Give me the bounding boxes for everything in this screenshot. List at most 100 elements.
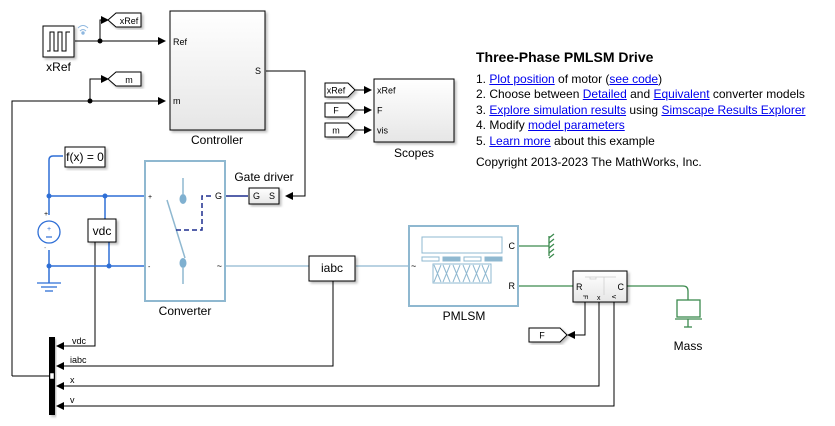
annotation-item: 5. Learn more about this example: [476, 134, 806, 150]
iabc-sensor-block[interactable]: iabc: [308, 255, 356, 282]
annotation-text: Choose between: [489, 87, 583, 101]
item-number: 4.: [476, 118, 490, 132]
port-v: v: [610, 295, 617, 299]
junction: [106, 263, 112, 269]
bus-signal-vdc: vdc: [72, 336, 87, 346]
branch-point: [97, 38, 103, 44]
bus-creator-block[interactable]: vdc iabc x v: [49, 336, 87, 415]
from-m-text: m: [332, 126, 340, 136]
annotation-link[interactable]: Plot position: [489, 71, 555, 86]
annotation-text: ): [658, 71, 663, 86]
bus-signal-x: x: [70, 375, 75, 385]
from-xref-tag[interactable]: xRef: [324, 82, 356, 98]
model-annotation: Three-Phase PMLSM Drive 1. Plot position…: [476, 49, 806, 171]
goto-xref-text: xRef: [120, 16, 139, 26]
electrical-lines: [48, 155, 145, 283]
pmlsm-block[interactable]: ~ C R PMLSM: [408, 225, 519, 323]
annotation-link[interactable]: Explore simulation results: [489, 102, 627, 117]
sensor-icon: [585, 276, 616, 295]
annotation-item: 3. Explore simulation results using Sims…: [476, 103, 806, 119]
from-f-tag[interactable]: F: [324, 102, 356, 118]
annotation-link[interactable]: model parameters: [528, 118, 625, 132]
from-f-text: F: [333, 106, 339, 116]
xref-source-block[interactable]: xRef: [42, 25, 89, 75]
port-f: F: [581, 295, 588, 299]
branch-point: [87, 98, 93, 104]
item-number: 3.: [476, 102, 490, 117]
vdc-label: vdc: [93, 224, 112, 238]
converter-block[interactable]: + - G ~ Converter: [144, 160, 226, 318]
port-x: x: [597, 295, 601, 302]
annotation-text: converter models: [709, 87, 805, 101]
line-m-to-controller: [11, 97, 166, 376]
iabc-label: iabc: [321, 261, 343, 275]
mechanical-lines: [518, 245, 689, 300]
port-f: F: [377, 106, 383, 116]
annotation-item: 1. Plot position of motor (see code): [476, 72, 806, 88]
pulse-icon: [47, 31, 70, 52]
annotation-text: Modify: [489, 118, 529, 132]
port-m: m: [173, 96, 181, 106]
xref-source-label: xRef: [46, 60, 71, 74]
line-v-to-bus: [56, 302, 615, 410]
bus-signal-iabc: iabc: [70, 355, 87, 365]
annotation-text: of motor (: [554, 71, 610, 86]
controller-label: Controller: [191, 133, 243, 147]
mass-label: Mass: [674, 339, 703, 353]
vdc-sensor-block[interactable]: vdc: [87, 218, 117, 243]
copyright-text: Copyright 2013-2023 The MathWorks, Inc.: [476, 155, 702, 169]
annotation-list: 1. Plot position of motor (see code)2. C…: [476, 72, 806, 150]
from-xref-text: xRef: [327, 86, 346, 96]
port-minus: -: [148, 264, 151, 271]
linear-motor-icon: [421, 236, 503, 284]
junction: [46, 193, 52, 199]
annotation-text: and: [626, 87, 654, 101]
gate-driver-block[interactable]: Gate driver G S: [234, 170, 294, 205]
port-vis: vis: [377, 126, 388, 136]
scopes-block[interactable]: xRef F vis Scopes: [373, 78, 455, 160]
bus-signal-v: v: [70, 395, 75, 405]
from-m-tag[interactable]: m: [324, 122, 356, 138]
port-r: R: [509, 281, 516, 291]
annotation-link[interactable]: Detailed: [582, 87, 627, 101]
goto-f-text: F: [539, 331, 545, 341]
line-x-to-bus: [56, 302, 600, 390]
controller-block[interactable]: Ref m S Controller: [169, 10, 266, 147]
annotation-link[interactable]: Simscape Results Explorer: [661, 102, 806, 117]
gate-driver-label: Gate driver: [234, 170, 293, 184]
port-ref: Ref: [173, 37, 188, 47]
line-m-to-goto: [89, 75, 109, 101]
item-number: 1.: [476, 71, 490, 86]
port-c: C: [618, 282, 625, 292]
port-plus: +: [148, 194, 152, 201]
mechanical-reference-icon: [548, 233, 555, 259]
mass-block[interactable]: Mass: [674, 299, 703, 353]
line-f-to-goto: [567, 302, 586, 339]
item-number: 5.: [476, 133, 490, 148]
port-g: G: [253, 191, 260, 201]
signal-lines: [11, 16, 615, 410]
scopes-label: Scopes: [394, 146, 434, 160]
annotation-link[interactable]: see code: [609, 71, 659, 86]
solver-configuration-block[interactable]: f(x) = 0: [64, 146, 106, 168]
annotation-link[interactable]: Learn more: [489, 133, 551, 148]
annotation-item: 2. Choose between Detailed and Equivalen…: [476, 87, 806, 103]
dc-voltage-source[interactable]: + + -: [37, 211, 61, 252]
line-vdc-to-bus: [56, 242, 96, 350]
port-g: G: [215, 191, 222, 201]
port-s: S: [255, 66, 261, 76]
annotation-link[interactable]: Equivalent: [653, 87, 710, 101]
annotation-title: Three-Phase PMLSM Drive: [476, 49, 654, 65]
goto-xref-tag[interactable]: xRef: [107, 12, 142, 28]
line-iabc-to-bus: [56, 257, 334, 370]
switch-icon: [166, 178, 213, 284]
goto-m-tag[interactable]: m: [107, 71, 142, 87]
wireless-icon: [77, 25, 89, 35]
goto-f-tag[interactable]: F: [528, 327, 568, 343]
minus-port: -: [44, 245, 47, 252]
junction: [102, 193, 108, 199]
port-xref: xRef: [377, 86, 396, 96]
port-c: C: [509, 241, 516, 251]
motion-sensor-block[interactable]: R C F x v: [572, 270, 628, 303]
line-xref-to-goto: [99, 16, 109, 41]
